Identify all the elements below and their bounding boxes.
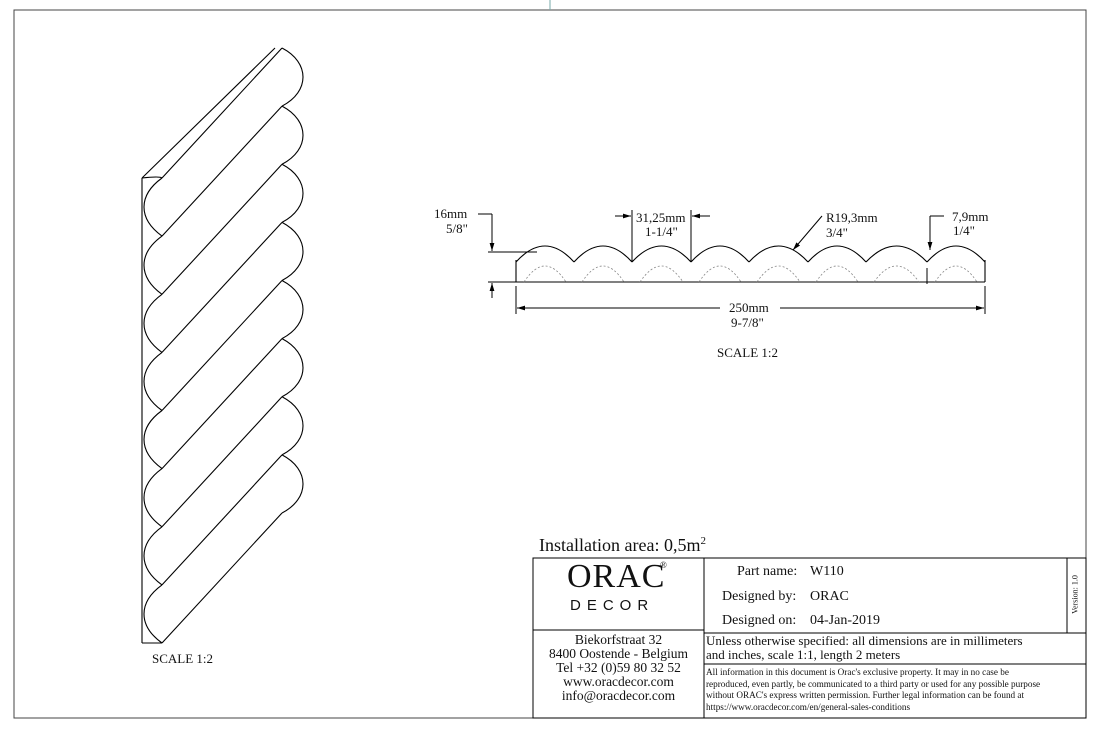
rib-back-curve xyxy=(281,163,304,223)
rib-diagonal-line xyxy=(161,163,283,295)
rib-front-curve xyxy=(143,293,163,353)
designed-on-label: Designed on: xyxy=(722,613,797,628)
dim-depth-in: 1/4" xyxy=(953,223,975,238)
company-address: Biekorfstraat 32 8400 Oostende - Belgium… xyxy=(533,633,704,703)
profile-bumps xyxy=(515,245,986,263)
part-name-value: W110 xyxy=(810,564,844,579)
address-tel: Tel +32 (0)59 80 32 52 xyxy=(556,660,681,675)
legal-notice: All information in this document is Orac… xyxy=(706,667,1041,712)
address-web: www.oracdecor.com xyxy=(563,674,674,689)
designed-by-value: ORAC xyxy=(810,589,849,604)
installation-area-superscript: 2 xyxy=(700,535,706,547)
rib-front-curve xyxy=(143,584,163,644)
profile-hidden-arc xyxy=(815,265,859,283)
dim-pitch-mm: 31,25mm xyxy=(636,210,686,225)
rib-bottom-diagonal xyxy=(161,512,283,644)
left-view-scale-label: SCALE 1:2 xyxy=(152,651,214,666)
rib-diagonal-line xyxy=(161,280,283,411)
dim-radius-in: 3/4" xyxy=(826,225,848,240)
orac-logo-decor: DECOR xyxy=(570,597,655,614)
profile-hidden-arc xyxy=(639,265,684,283)
rib-back-curve xyxy=(281,105,304,165)
profile-hidden-arc xyxy=(581,265,625,283)
title-block-outer xyxy=(532,557,1087,719)
rib-back-curve xyxy=(281,221,304,281)
profile-view-scale-label: SCALE 1:2 xyxy=(717,345,779,360)
rib-back-curve xyxy=(281,454,304,514)
rib-back-curve xyxy=(281,47,304,107)
rib-front-curve xyxy=(143,235,163,295)
rib-back-curve xyxy=(281,338,304,398)
profile-hidden-arc xyxy=(934,265,978,283)
panel-top-diagonal-back xyxy=(141,47,276,179)
profile-bump xyxy=(865,245,928,263)
rib-back-curve xyxy=(281,280,304,340)
profile-hidden-arc xyxy=(523,265,567,283)
version-label: Version: 1.0 xyxy=(1070,575,1080,614)
dim-radius-leader xyxy=(792,215,823,251)
address-city: 8400 Oostende - Belgium xyxy=(548,646,689,661)
profile-hidden-lines xyxy=(523,265,978,283)
profile-hidden-arc xyxy=(698,265,742,283)
designed-by-label: Designed by: xyxy=(722,589,797,604)
dim-pitch-in: 1-1/4" xyxy=(645,224,678,239)
dim-height-in: 5/8" xyxy=(446,221,468,236)
profile-bump xyxy=(515,245,575,263)
dim-radius-mm: R19,3mm xyxy=(826,210,878,225)
dimension-lines xyxy=(478,210,986,314)
designed-on-value: 04-Jan-2019 xyxy=(810,613,880,628)
part-name-label: Part name: xyxy=(737,564,798,579)
profile-view xyxy=(515,245,986,283)
spec-line-2: and inches, scale 1:1, length 2 meters xyxy=(706,647,901,662)
address-street: Biekorfstraat 32 xyxy=(574,632,663,647)
rib-diagonal-line xyxy=(161,105,283,237)
address-email: info@oracdecor.com xyxy=(561,688,676,703)
rib-front-curve xyxy=(143,410,163,470)
dim-width-mm: 250mm xyxy=(729,300,769,315)
rib-front-curve xyxy=(143,177,163,237)
panel-top-diagonal-front xyxy=(161,47,283,179)
panel-top-cap xyxy=(141,176,163,179)
profile-bump xyxy=(690,245,750,263)
rib-diagonal-line xyxy=(161,338,283,469)
orac-logo-wordmark: ORAC xyxy=(567,558,666,595)
title-block-frame xyxy=(532,557,1087,719)
rib-diagonal-line xyxy=(161,222,283,353)
dim-height-mm: 16mm xyxy=(434,206,468,221)
dim-width-in: 9-7/8" xyxy=(731,315,764,330)
rib-front-curve xyxy=(143,526,163,586)
registered-mark: ® xyxy=(660,560,667,570)
drawing-border xyxy=(13,9,1087,719)
installation-area-label: Installation area: 0,5m xyxy=(539,535,701,555)
profile-bump xyxy=(807,245,867,263)
panel-ribs xyxy=(143,47,304,644)
isometric-panel-view xyxy=(141,47,304,644)
profile-bump xyxy=(748,245,809,263)
spec-line-1: Unless otherwise specified: all dimensio… xyxy=(706,633,1023,648)
dim-depth-mm: 7,9mm xyxy=(952,209,989,224)
profile-bump xyxy=(631,245,692,263)
rib-front-curve xyxy=(143,468,163,528)
rib-diagonal-line xyxy=(161,454,283,586)
profile-hidden-arc xyxy=(873,265,920,283)
installation-area: Installation area: 0,5m2 xyxy=(539,535,706,556)
profile-bump xyxy=(926,245,986,263)
rib-front-curve xyxy=(143,351,163,411)
profile-bump xyxy=(573,245,633,263)
rib-back-curve xyxy=(281,396,304,456)
profile-hidden-arc xyxy=(756,265,801,283)
rib-diagonal-line xyxy=(161,396,283,528)
